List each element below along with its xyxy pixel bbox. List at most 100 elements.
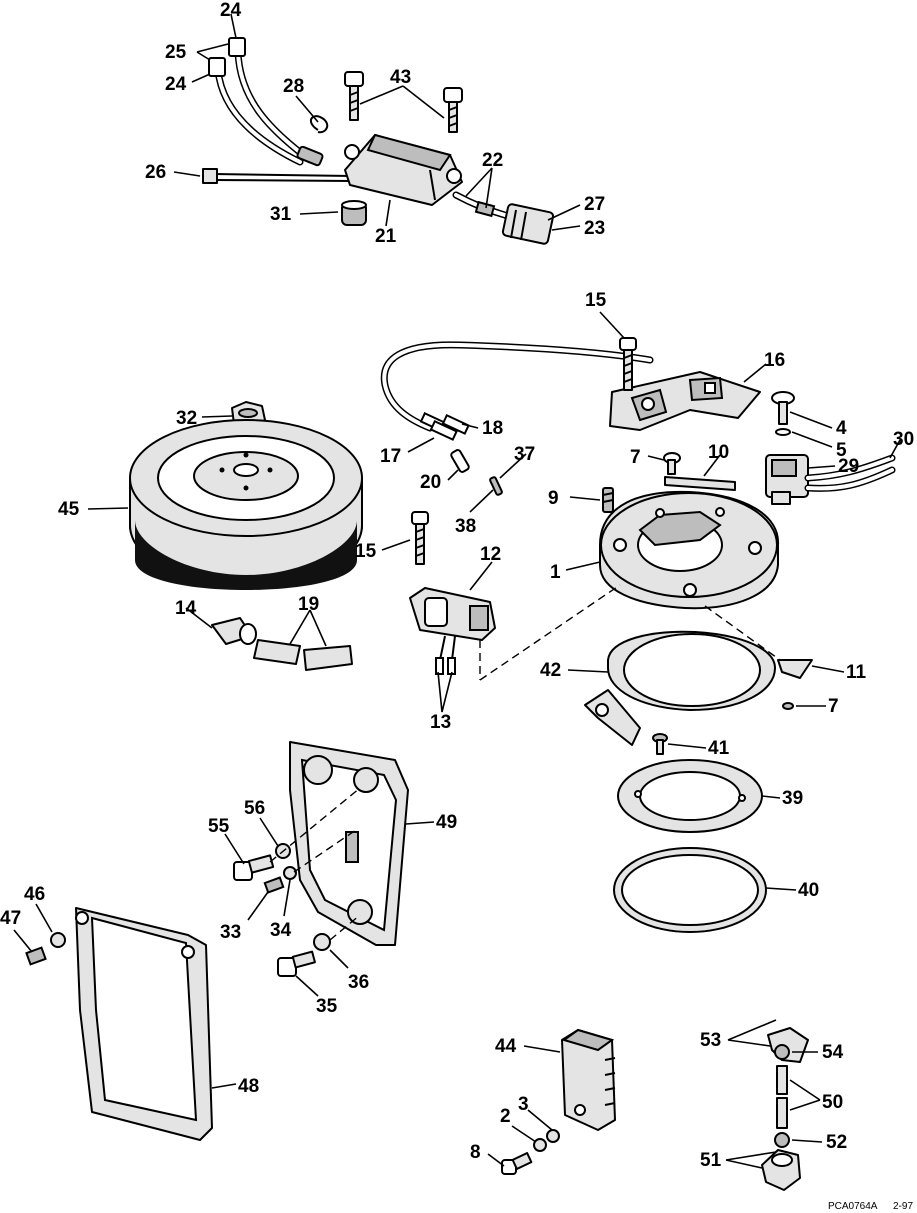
callout-39: 39 xyxy=(782,788,803,809)
page-number: 2-97 xyxy=(893,1201,913,1212)
power-pack xyxy=(344,133,463,206)
callout-43: 43 xyxy=(390,67,411,88)
rectifier xyxy=(561,1028,616,1131)
plate-bolt-lower xyxy=(277,950,316,977)
callout-46: 46 xyxy=(24,884,45,905)
callout-19: 19 xyxy=(298,594,319,615)
callout-38: 38 xyxy=(455,516,476,537)
callout-50: 50 xyxy=(822,1092,843,1113)
callout-9: 9 xyxy=(548,488,559,509)
drawing-code: PCA0764A xyxy=(828,1201,878,1212)
callout-24-top: 24 xyxy=(220,0,242,21)
spark-plug-boot xyxy=(211,617,257,645)
callout-2: 2 xyxy=(500,1106,511,1127)
callout-40: 40 xyxy=(798,880,819,901)
callout-1: 1 xyxy=(550,562,561,583)
callout-7-top: 7 xyxy=(630,447,641,468)
callout-52: 52 xyxy=(826,1132,847,1153)
boot-sleeve-left xyxy=(253,639,301,665)
callout-47: 47 xyxy=(0,908,21,929)
callout-15-top: 15 xyxy=(585,290,607,311)
callout-3: 3 xyxy=(518,1094,529,1115)
coil-mount-screw xyxy=(411,511,429,565)
callout-26: 26 xyxy=(145,162,166,183)
retainer-ring-screw xyxy=(652,733,668,755)
terminal-spring-upper xyxy=(774,1044,790,1060)
boot-group xyxy=(761,1027,809,1191)
ground-terminal xyxy=(202,168,218,184)
coil-screw xyxy=(771,391,795,436)
callout-4: 4 xyxy=(836,418,847,439)
callout-51: 51 xyxy=(700,1150,722,1171)
callout-5: 5 xyxy=(836,440,847,461)
armature-support-plate xyxy=(584,630,776,746)
callout-16: 16 xyxy=(764,350,785,371)
callout-55: 55 xyxy=(208,816,230,837)
power-pack-screw-left xyxy=(344,71,364,121)
callout-45: 45 xyxy=(58,499,80,520)
timer-base-sensor xyxy=(609,371,761,431)
wire-clip xyxy=(309,115,329,134)
callout-33: 33 xyxy=(220,922,241,943)
plate-washer-small xyxy=(283,866,297,880)
callout-48: 48 xyxy=(238,1076,259,1097)
callout-35: 35 xyxy=(316,996,338,1017)
callout-30: 30 xyxy=(893,429,914,450)
power-pack-screw-right xyxy=(443,87,463,133)
terminal-pin xyxy=(489,476,503,496)
spark-plug-cap-lower xyxy=(208,57,226,77)
link-screw xyxy=(663,452,681,475)
callout-10: 10 xyxy=(708,442,729,463)
callout-41: 41 xyxy=(708,738,730,759)
callout-8: 8 xyxy=(470,1142,481,1163)
throttle-cam-follower xyxy=(777,659,813,679)
mounting-plate xyxy=(289,741,409,946)
callout-37: 37 xyxy=(514,444,535,465)
power-pack-group xyxy=(202,37,555,245)
callout-24-bottom: 24 xyxy=(165,74,187,95)
callout-31: 31 xyxy=(270,204,292,225)
rectifier-washer xyxy=(533,1138,547,1152)
retaining-ring xyxy=(613,847,767,933)
callout-15-middle: 15 xyxy=(355,541,377,562)
callout-20: 20 xyxy=(420,472,441,493)
stator-screw xyxy=(602,487,614,513)
callout-42: 42 xyxy=(540,660,561,681)
callout-17: 17 xyxy=(380,446,401,467)
terminal-spring-lower xyxy=(774,1132,790,1148)
callout-32: 32 xyxy=(176,408,197,429)
callout-11: 11 xyxy=(846,662,867,683)
spark-plug-cap-upper xyxy=(228,37,246,57)
boot-sleeve-right xyxy=(303,645,353,671)
resistor-upper xyxy=(776,1065,788,1095)
callout-34: 34 xyxy=(270,920,292,941)
ignition-coil xyxy=(409,587,496,641)
flywheel xyxy=(129,419,363,590)
callout-22: 22 xyxy=(482,150,503,171)
callout-28: 28 xyxy=(283,76,304,97)
callout-25: 25 xyxy=(165,42,187,63)
sensor-screw xyxy=(619,337,637,391)
leader-lines xyxy=(13,13,901,1169)
callout-27: 27 xyxy=(584,194,605,215)
callout-53: 53 xyxy=(700,1030,721,1051)
rectifier-screw xyxy=(501,1152,533,1175)
rectifier-group xyxy=(501,1028,616,1175)
bracket-group xyxy=(25,741,409,1141)
callout-36: 36 xyxy=(348,972,369,993)
callout-44: 44 xyxy=(495,1036,517,1057)
callout-21: 21 xyxy=(375,226,397,247)
retainer-plate xyxy=(617,759,763,833)
callout-13: 13 xyxy=(430,712,451,733)
plate-screw-small xyxy=(263,876,285,894)
cover-washer xyxy=(50,932,66,948)
wire-terminals xyxy=(419,411,470,441)
rectifier-lockwasher xyxy=(546,1129,560,1143)
retainer-link xyxy=(664,476,736,491)
wire-sleeve xyxy=(450,449,470,473)
grommet xyxy=(341,200,367,226)
flywheel-group xyxy=(129,401,363,671)
callout-49: 49 xyxy=(436,812,457,833)
connector-plug xyxy=(501,203,555,245)
